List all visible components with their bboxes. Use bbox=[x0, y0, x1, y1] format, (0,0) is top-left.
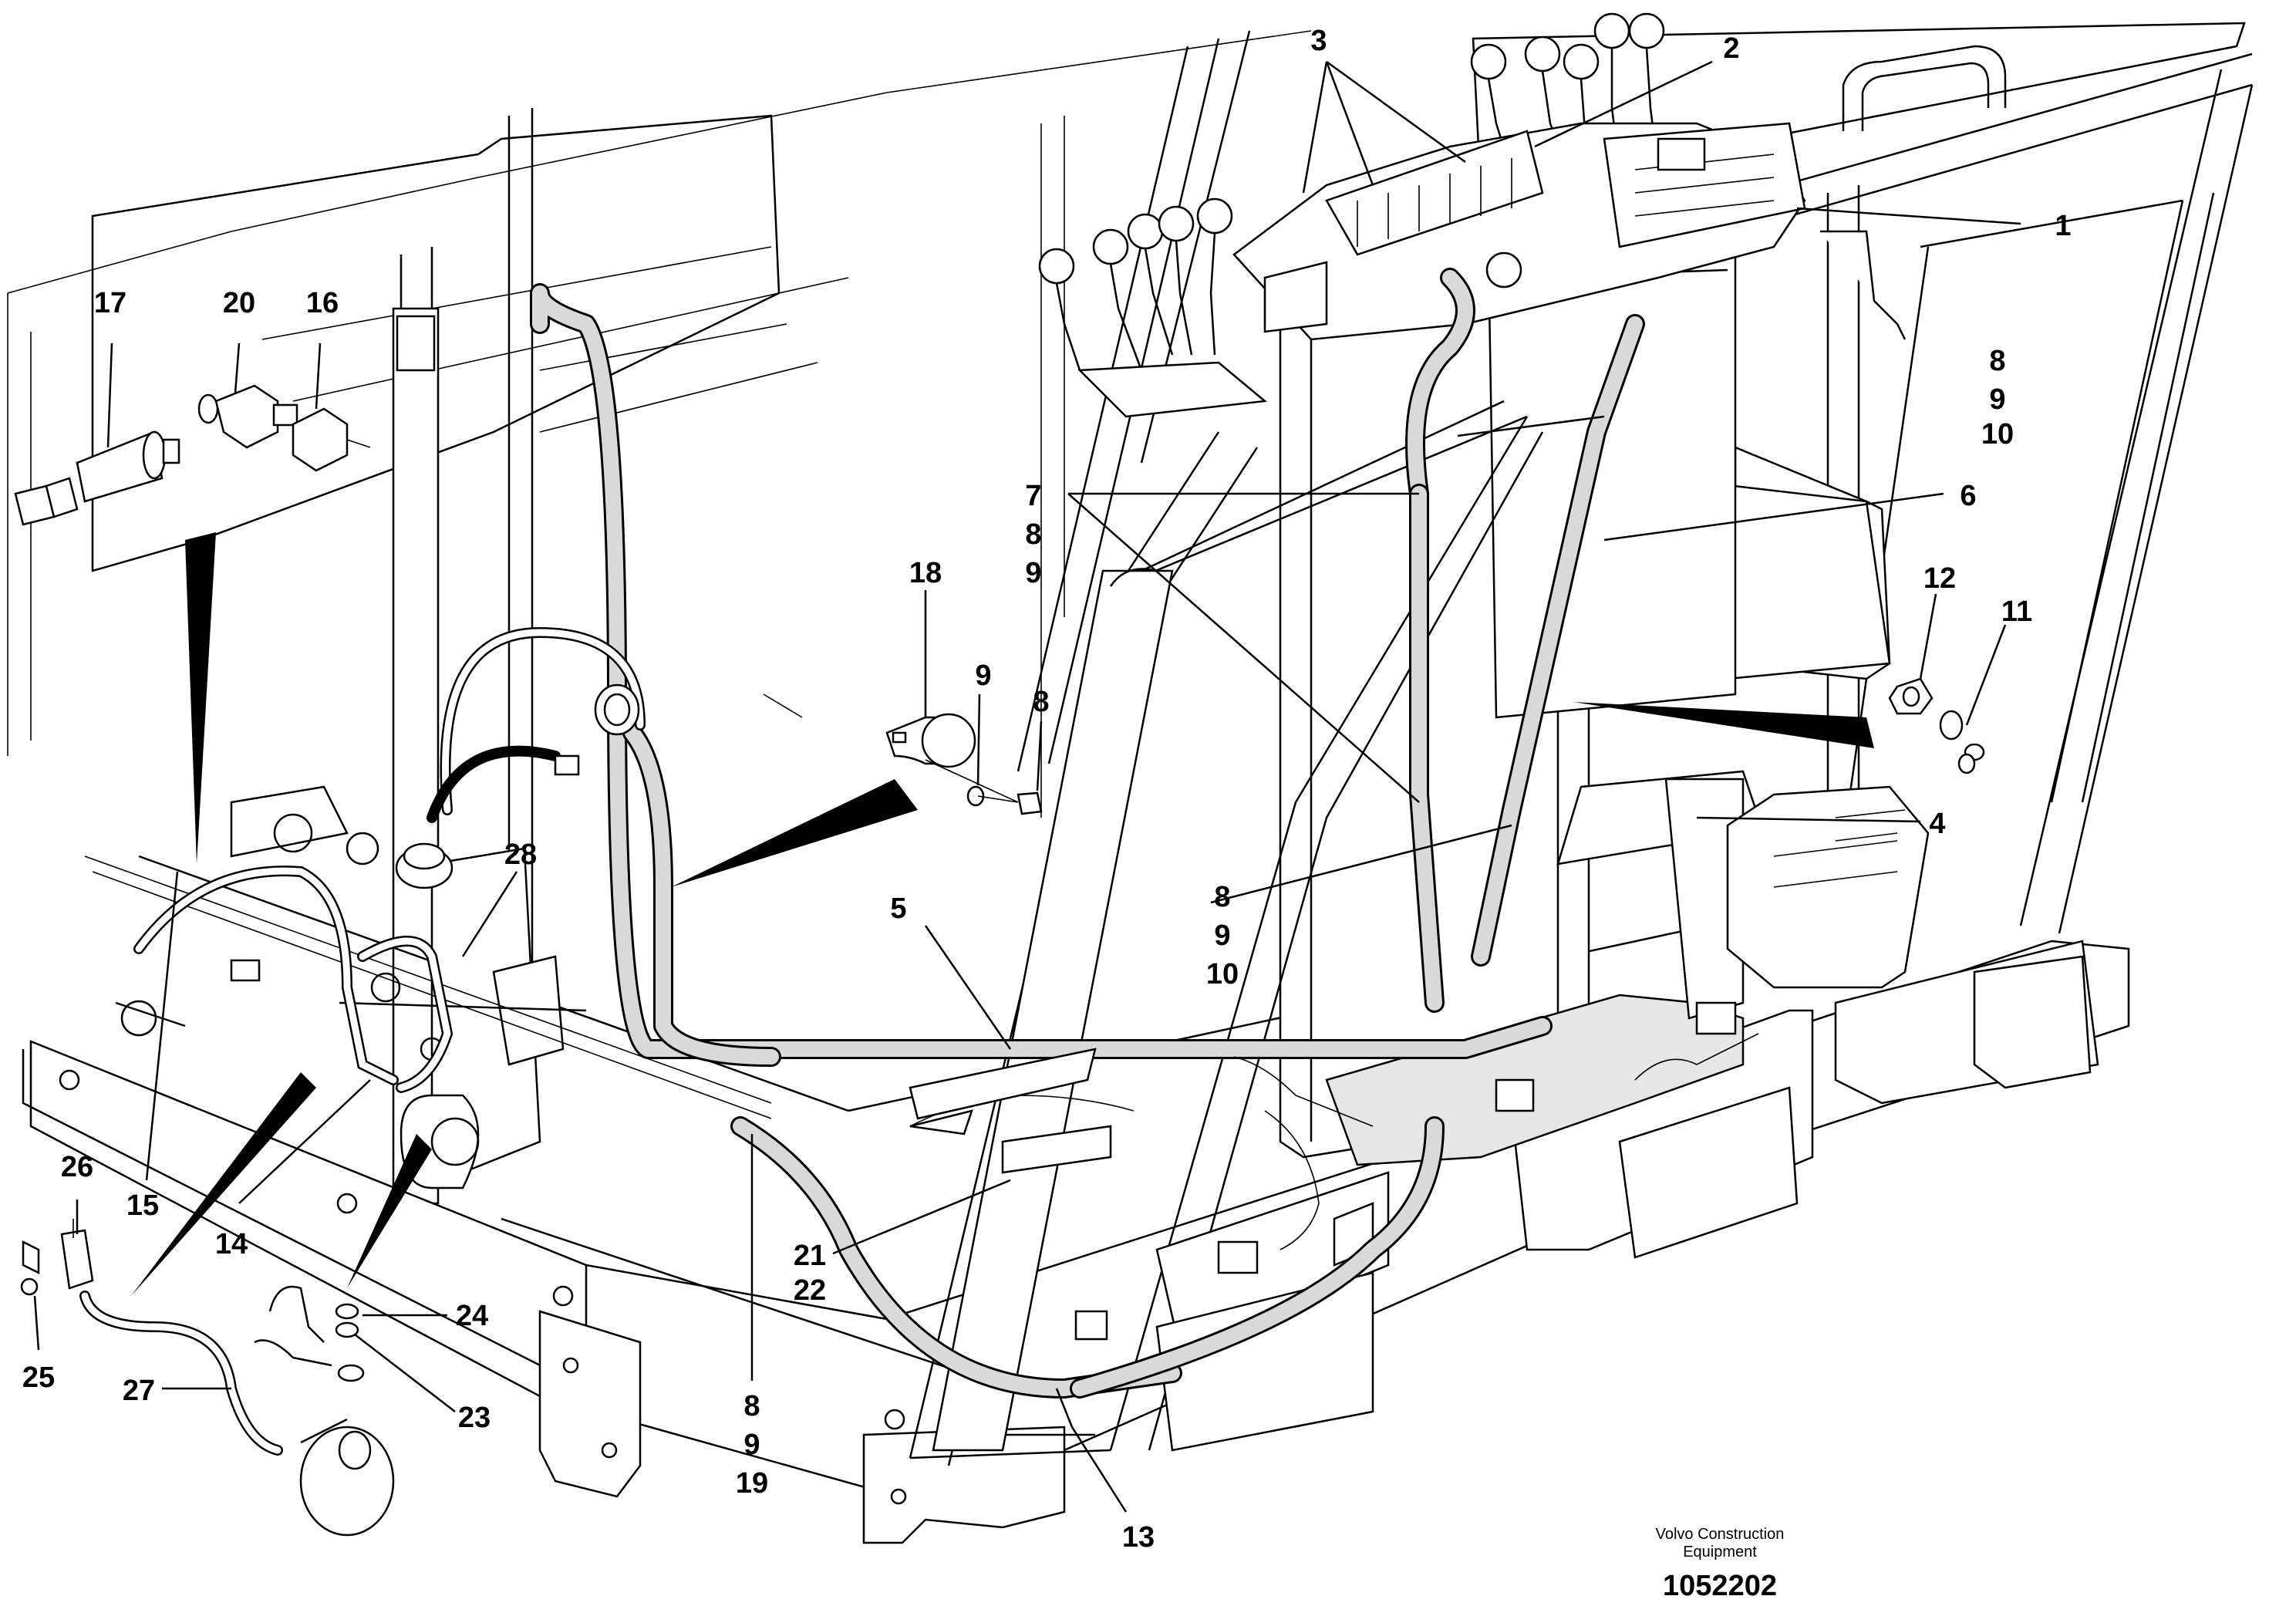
callout-13: 13 bbox=[1122, 1521, 1155, 1554]
callout-19: 19 bbox=[736, 1467, 768, 1500]
brand-line-1: Volvo Construction bbox=[1656, 1526, 1785, 1543]
callout-14: 14 bbox=[215, 1228, 248, 1260]
callout-16: 16 bbox=[306, 287, 339, 319]
callout-1: 1 bbox=[2055, 210, 2071, 242]
callout-8-b: 8 bbox=[1989, 345, 2005, 377]
callout-8-d: 8 bbox=[1033, 686, 1049, 718]
callout-18: 18 bbox=[909, 557, 942, 589]
callout-15: 15 bbox=[126, 1189, 159, 1222]
control-levers bbox=[1038, 12, 1665, 418]
callout-23: 23 bbox=[458, 1402, 491, 1434]
callout-4: 4 bbox=[1929, 808, 1945, 840]
clamp-set bbox=[885, 713, 1043, 815]
callout-20: 20 bbox=[223, 287, 255, 319]
callout-8-e: 8 bbox=[743, 1390, 760, 1422]
callout-9-b: 9 bbox=[1989, 383, 2005, 416]
callout-2: 2 bbox=[1723, 32, 1739, 65]
instrument-panel bbox=[1232, 122, 1806, 341]
callout-21: 21 bbox=[794, 1240, 826, 1272]
callout-12: 12 bbox=[1923, 562, 1956, 595]
wiring-harness bbox=[84, 268, 1759, 1399]
callout-27: 27 bbox=[123, 1375, 155, 1407]
callout-22: 22 bbox=[794, 1274, 826, 1307]
pointer-wedges bbox=[131, 532, 1874, 1296]
right-components bbox=[1726, 785, 1930, 989]
callout-5: 5 bbox=[890, 892, 906, 925]
callout-11: 11 bbox=[2001, 596, 2032, 628]
callout-17: 17 bbox=[94, 287, 126, 319]
callout-labels: 1 2 3 4 5 6 7 8 9 8 9 10 8 9 10 11 12 13… bbox=[22, 25, 2072, 1554]
frame-structure bbox=[7, 22, 2254, 1544]
callout-28: 28 bbox=[504, 838, 537, 871]
leader-lines bbox=[33, 60, 2021, 1513]
brand-line-2: Equipment bbox=[1683, 1544, 1757, 1561]
horn-assembly bbox=[254, 1285, 395, 1537]
callout-3: 3 bbox=[1310, 25, 1327, 57]
nut-washer bbox=[1888, 677, 1985, 774]
callout-9-c: 9 bbox=[1214, 919, 1230, 952]
ground-cable bbox=[20, 1219, 283, 1456]
footer-block: Volvo Construction Equipment 1052202 bbox=[1656, 1526, 1785, 1602]
callout-25: 25 bbox=[22, 1361, 55, 1394]
callout-9-e: 9 bbox=[743, 1429, 760, 1461]
drawing-number: 1052202 bbox=[1663, 1570, 1777, 1602]
callout-9-d: 9 bbox=[975, 660, 991, 692]
callout-26: 26 bbox=[61, 1151, 93, 1183]
callout-8-c: 8 bbox=[1214, 881, 1230, 913]
callout-24: 24 bbox=[456, 1300, 488, 1332]
callout-7-a: 7 bbox=[1025, 480, 1041, 512]
harness-connector bbox=[230, 683, 1737, 1341]
callout-8-a: 8 bbox=[1025, 518, 1041, 551]
floor-plate bbox=[909, 1048, 1112, 1174]
callout-10-b: 10 bbox=[1981, 418, 2014, 450]
callout-9-a: 9 bbox=[1025, 557, 1041, 589]
sensor-assembly bbox=[14, 384, 371, 526]
callout-10-c: 10 bbox=[1206, 958, 1239, 990]
callout-6: 6 bbox=[1960, 480, 1976, 512]
